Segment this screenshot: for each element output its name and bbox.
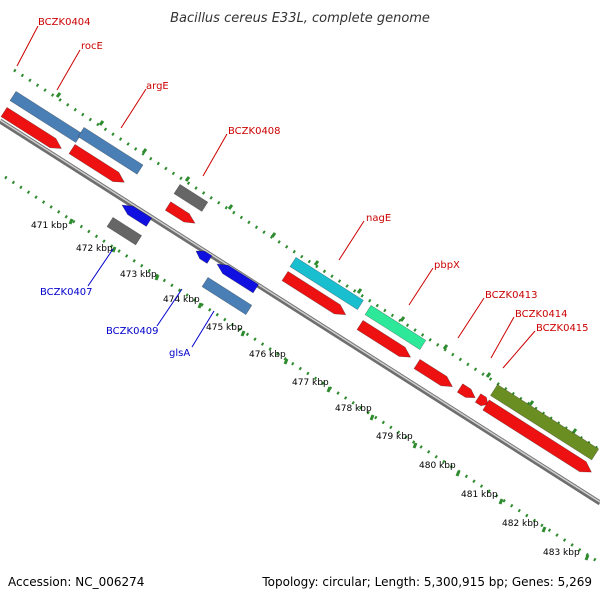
cds-arrow-nage[interactable] (281, 270, 347, 316)
accession-text: Accession: NC_006274 (8, 575, 144, 589)
tick-label: 475 kbp (206, 323, 243, 333)
tick-label: 482 kbp (502, 519, 539, 529)
tick-label: 473 kbp (120, 270, 157, 280)
cds-arrow-roce[interactable] (68, 143, 125, 183)
tick-label: 471 kbp (31, 221, 68, 231)
gene-label-pbpx: pbpX (434, 260, 460, 271)
lower-major-ticks (68, 218, 590, 561)
tick-label: 480 kbp (419, 461, 456, 471)
label-leaders (16, 25, 536, 369)
gene-labels: BCZK0404 rocE argE BCZK0408 nagE pbpX BC… (38, 17, 589, 359)
gene-label-bczk0413: BCZK0413 (485, 290, 538, 301)
cds-arrow-bczk0415[interactable] (482, 399, 592, 473)
cds-arrow-pbpx[interactable] (356, 319, 412, 358)
gene-label-bczk0407: BCZK0407 (40, 287, 93, 298)
gene-label-bczk0404: BCZK0404 (38, 17, 91, 28)
tick-label: 481 kbp (461, 490, 498, 500)
gene-label-arge: argE (146, 81, 169, 92)
gene-label-bczk0415: BCZK0415 (536, 323, 589, 334)
gene-label-bczk0408: BCZK0408 (228, 126, 281, 137)
cds-arrow-bczk0408[interactable] (164, 201, 196, 224)
tick-label: 472 kbp (76, 244, 113, 254)
gene-feature-nage[interactable] (289, 256, 364, 311)
cds-arrow-bczk0413[interactable] (413, 358, 453, 387)
gene-feature-pbpx[interactable] (364, 304, 427, 351)
cds-arrow-glsa[interactable] (216, 263, 259, 294)
gene-label-nage: nagE (366, 213, 391, 224)
gene-feature-bczk0415[interactable] (490, 384, 600, 461)
tick-label: 483 kbp (543, 548, 580, 558)
tick-label: 479 kbp (376, 432, 413, 442)
gene-label-bczk0409: BCZK0409 (106, 326, 159, 337)
gene-label-bczk0414: BCZK0414 (515, 309, 568, 320)
page-title: Bacillus cereus E33L, complete genome (170, 11, 430, 26)
tick-label: 474 kbp (163, 295, 200, 305)
gene-feature-bczk0407[interactable] (106, 216, 143, 246)
cds-arrow-bczk0414b[interactable] (474, 393, 489, 407)
tick-label: 477 kbp (292, 378, 329, 388)
cds-arrow-bczk0409[interactable] (195, 250, 213, 264)
genome-backbone (0, 118, 600, 506)
lower-dotted-track (4, 175, 600, 565)
genome-backbone-highlight (0, 119, 600, 503)
upper-dotted-track (13, 68, 600, 452)
gene-feature-roce[interactable] (77, 126, 144, 175)
gene-feature-bczk0408[interactable] (173, 183, 209, 212)
tick-labels: 471 kbp 472 kbp 473 kbp 474 kbp 475 kbp … (31, 221, 580, 558)
gene-features (0, 90, 600, 473)
cds-arrow-bczk0407[interactable] (121, 204, 153, 227)
genome-info-text: Topology: circular; Length: 5,300,915 bp… (261, 575, 592, 589)
cds-arrow-bczk0404[interactable] (0, 106, 62, 149)
tick-label: 478 kbp (335, 404, 372, 414)
gene-label-roce: rocE (81, 41, 103, 52)
gene-feature-glsa[interactable] (201, 276, 253, 316)
upper-major-ticks (55, 92, 578, 434)
gene-label-glsa: glsA (169, 348, 190, 359)
cds-arrow-bczk0414a[interactable] (456, 383, 476, 399)
tick-label: 476 kbp (249, 350, 286, 360)
